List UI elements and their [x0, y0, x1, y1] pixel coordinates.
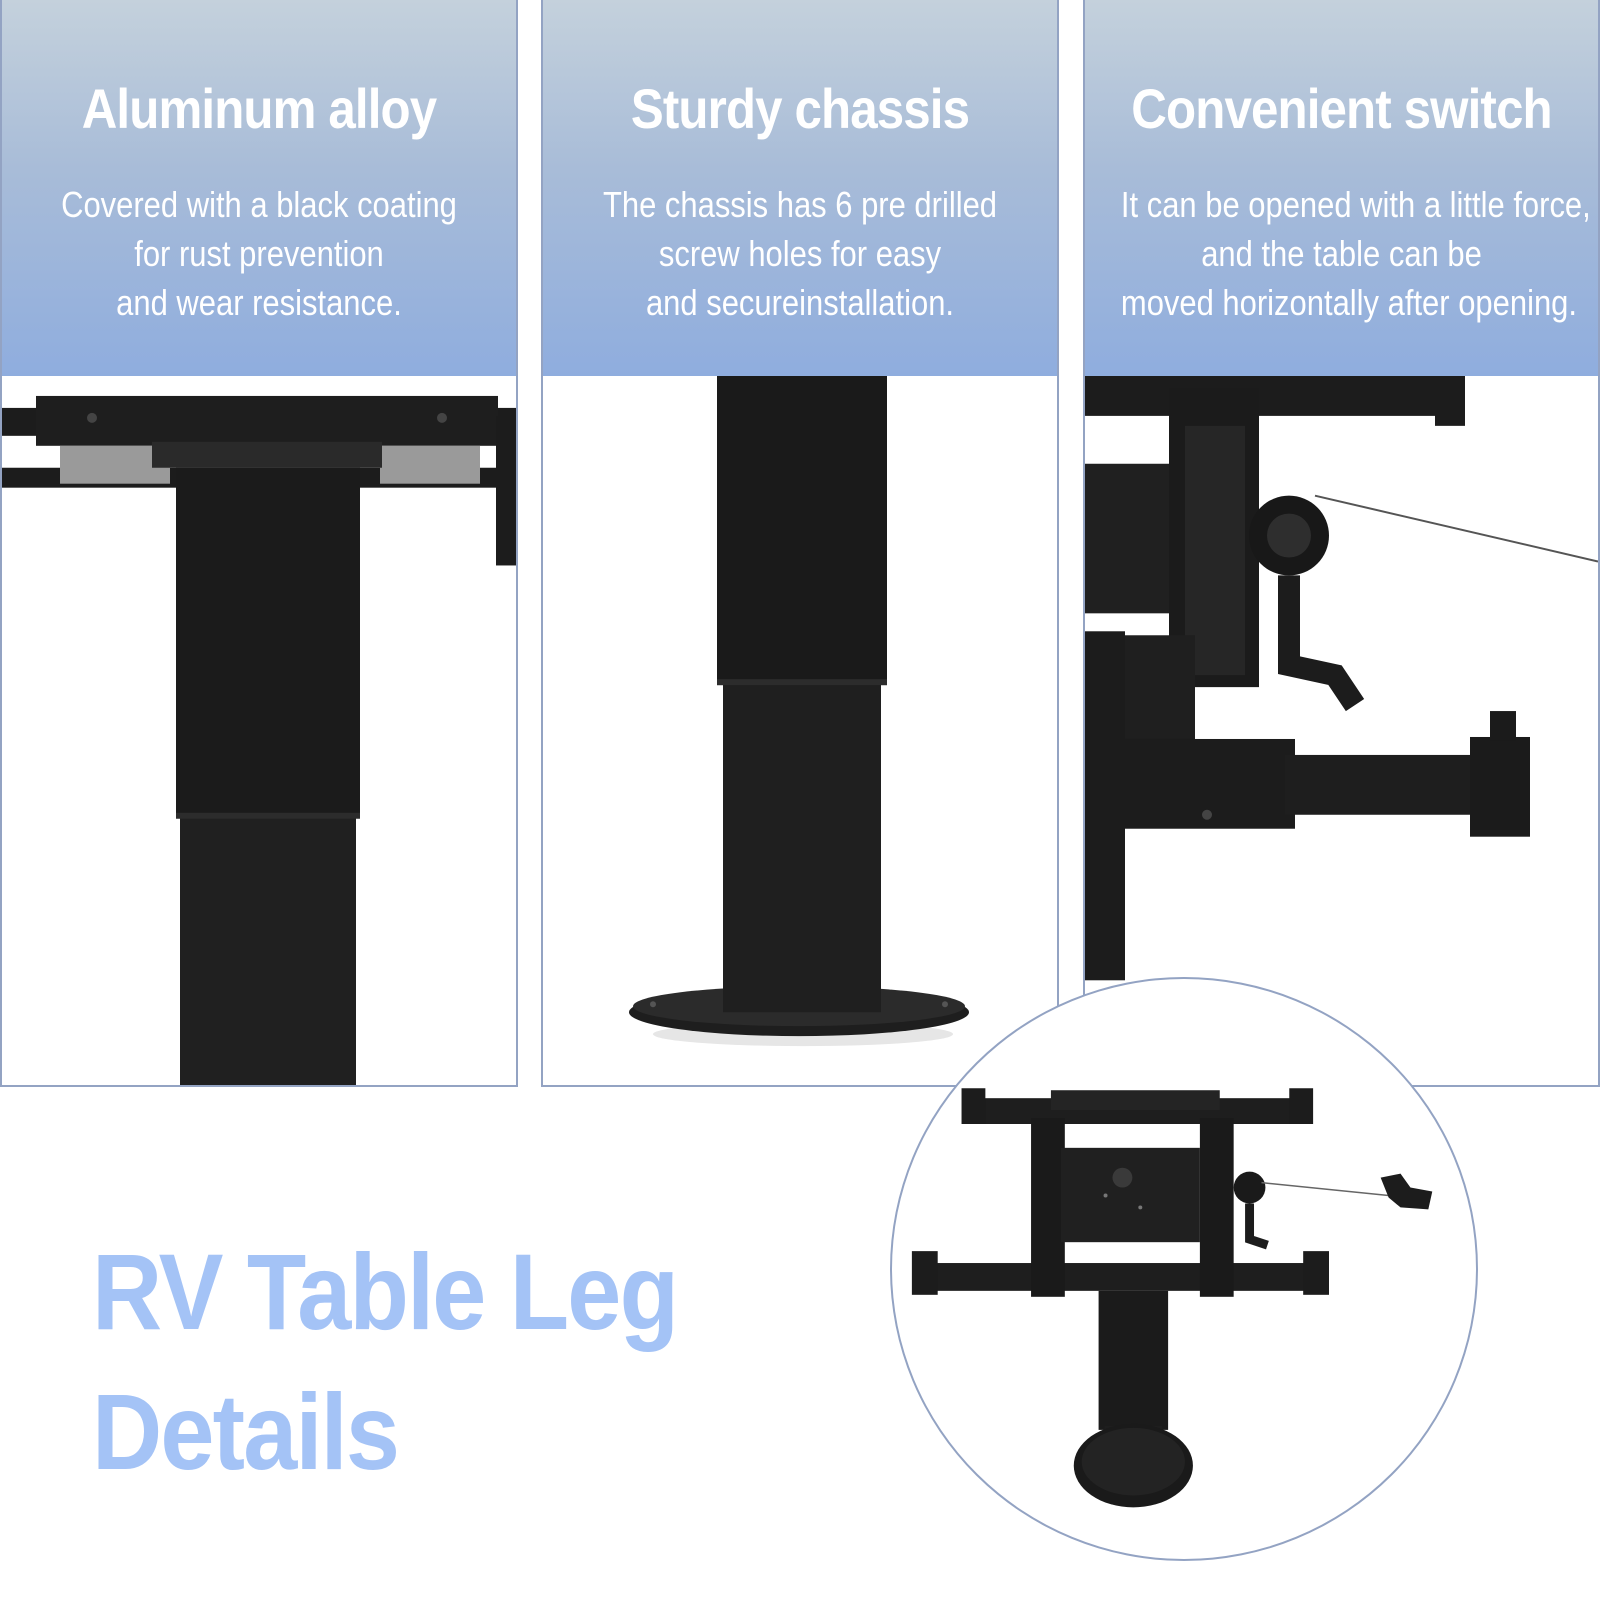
- description-line: and wear resistance.: [116, 282, 402, 323]
- switch-mechanism-photo: [1085, 376, 1598, 1085]
- panel-header: Convenient switch It can be opened with …: [1085, 0, 1598, 376]
- panel-description: The chassis has 6 pre drilled screw hole…: [579, 180, 1021, 327]
- panel-description: Covered with a black coating for rust pr…: [38, 180, 480, 327]
- panel-title: Sturdy chassis: [630, 77, 970, 140]
- description-line: screw holes for easy: [658, 233, 942, 274]
- table-leg-base-photo: [543, 376, 1057, 1085]
- panel-description: It can be opened with a little force, an…: [1120, 180, 1591, 327]
- description-line: moved horizontally after opening.: [1120, 282, 1577, 323]
- feature-panel-aluminum: Aluminum alloy Covered with a black coat…: [0, 0, 518, 1087]
- panel-title: Convenient switch: [1131, 77, 1552, 140]
- description-line: and secureinstallation.: [645, 282, 955, 323]
- description-line: The chassis has 6 pre drilled: [602, 184, 998, 225]
- panel-title: Aluminum alloy: [81, 77, 437, 140]
- panel-header: Aluminum alloy Covered with a black coat…: [2, 0, 516, 376]
- product-overview-circle: [890, 977, 1478, 1561]
- product-headline: RV Table Leg Details: [92, 1222, 679, 1502]
- feature-panel-chassis: Sturdy chassis The chassis has 6 pre dri…: [541, 0, 1059, 1087]
- feature-panel-switch: Convenient switch It can be opened with …: [1083, 0, 1600, 1087]
- description-line: It can be opened with a little force,: [1120, 184, 1591, 225]
- headline-line-2: Details: [92, 1371, 400, 1492]
- headline-line-1: RV Table Leg: [92, 1231, 679, 1352]
- description-line: Covered with a black coating: [61, 184, 457, 225]
- description-line: for rust prevention: [134, 233, 384, 274]
- description-line: and the table can be: [1201, 233, 1482, 274]
- table-leg-top-photo: [2, 376, 516, 1085]
- panel-header: Sturdy chassis The chassis has 6 pre dri…: [543, 0, 1057, 376]
